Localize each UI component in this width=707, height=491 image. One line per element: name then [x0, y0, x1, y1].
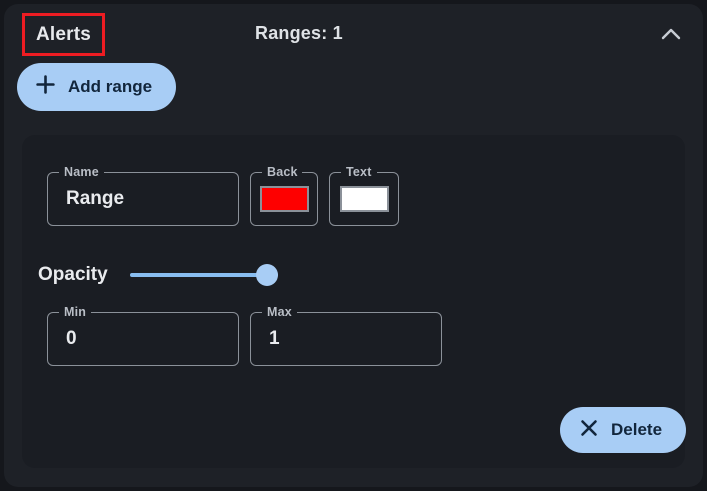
chevron-up-icon	[661, 27, 681, 40]
page-title: Alerts	[35, 23, 92, 45]
opacity-slider[interactable]	[129, 264, 278, 286]
plus-icon	[36, 75, 55, 99]
alerts-title-highlight: Alerts	[22, 13, 105, 56]
alerts-panel: Alerts Ranges: 1 Add range Name Range	[4, 4, 703, 487]
opacity-row: Opacity	[30, 258, 310, 292]
add-range-button[interactable]: Add range	[17, 63, 177, 111]
background-color-field[interactable]: Back	[250, 165, 318, 226]
name-field[interactable]: Name Range	[47, 165, 239, 226]
text-color-field-label: Text	[341, 165, 377, 179]
text-color-swatch[interactable]	[339, 186, 389, 212]
close-x-icon	[580, 419, 598, 442]
max-field[interactable]: Max 1	[250, 305, 442, 366]
ranges-count-label: Ranges: 1	[255, 23, 343, 43]
delete-label: Delete	[611, 420, 663, 439]
collapse-panel-button[interactable]	[652, 16, 690, 50]
range-card: Name Range Back Text Opacity Min 0	[22, 135, 687, 468]
text-color-field[interactable]: Text	[329, 165, 399, 226]
max-field-label: Max	[262, 305, 297, 319]
opacity-slider-track	[129, 273, 278, 277]
max-field-value: 1	[269, 328, 280, 349]
name-field-label: Name	[59, 165, 104, 179]
min-field-label: Min	[59, 305, 92, 319]
background-color-swatch[interactable]	[259, 186, 309, 212]
min-field-value: 0	[66, 328, 77, 349]
opacity-label: Opacity	[38, 264, 108, 285]
opacity-slider-thumb[interactable]	[255, 264, 278, 286]
background-color-field-label: Back	[262, 165, 302, 179]
delete-button[interactable]: Delete	[560, 407, 687, 453]
min-field[interactable]: Min 0	[47, 305, 239, 366]
name-field-value: Range	[66, 188, 125, 209]
add-range-label: Add range	[68, 77, 153, 96]
panel-header: Alerts Ranges: 1	[4, 4, 703, 60]
